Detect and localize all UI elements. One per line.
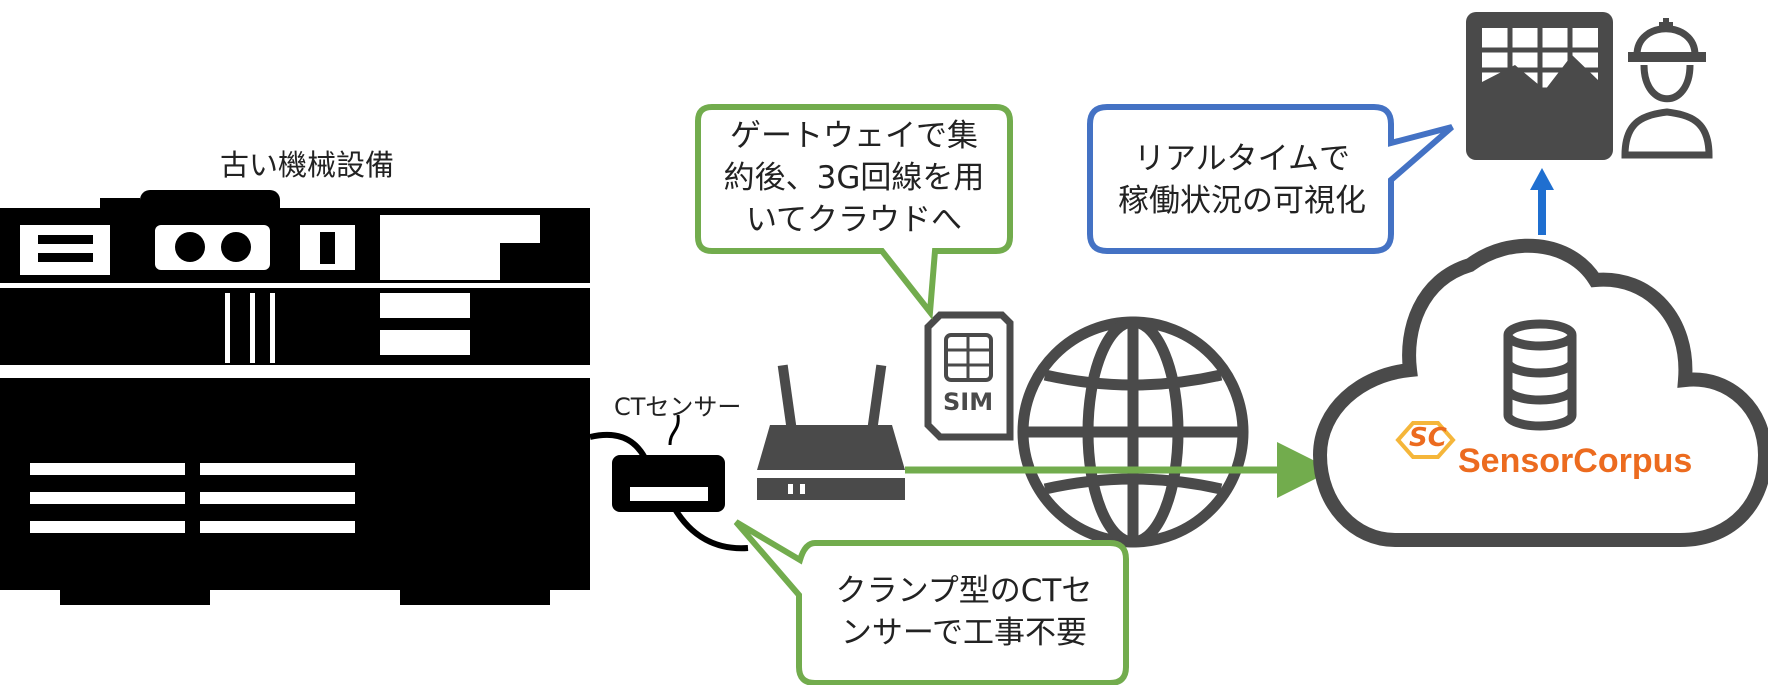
sensorcorpus-logo-icon [1395, 421, 1456, 459]
clamp-callout-line: クランプ型のCTセ [835, 573, 1093, 609]
realtime-callout-line: リアルタイムで [1133, 141, 1351, 177]
realtime-callout-bubble [1087, 104, 1454, 254]
clamp-callout-line: ンサーで工事不要 [840, 615, 1088, 651]
clamp-callout-text: クランプ型のCTセ ンサーで工事不要 [805, 570, 1123, 654]
sim-label: SIM [943, 388, 994, 416]
machine-label: 古い機械設備 [220, 148, 395, 182]
sensorcorpus-logo-mark: SC [1409, 423, 1447, 453]
globe-icon [1017, 316, 1249, 548]
gateway-callout-bubble [695, 104, 1013, 320]
clamp-callout-bubble [733, 519, 1129, 685]
gateway-callout-line: いてクラウドへ [745, 202, 963, 238]
router-icon [757, 364, 905, 500]
machine-icon [0, 190, 590, 605]
gateway-callout-line: ゲートウェイで集 [730, 118, 978, 154]
dashboard-icon [1466, 12, 1613, 160]
gateway-callout-line: 約後、3G回線を用 [723, 160, 985, 196]
realtime-callout-text: リアルタイムで 稼働状況の可視化 [1097, 138, 1387, 222]
database-icon [1503, 319, 1577, 431]
sensorcorpus-brand-name: SensorCorpus [1458, 442, 1693, 480]
ct-sensor-icon [589, 414, 749, 552]
cloud-icon [1312, 238, 1768, 547]
gateway-callout-text: ゲートウェイで集 約後、3G回線を用 いてクラウドへ [703, 115, 1005, 241]
upload-arrow [1530, 168, 1554, 235]
sim-card-icon [924, 311, 1014, 441]
worker-icon [1621, 18, 1713, 159]
ct-sensor-label: CTセンサー [614, 393, 742, 421]
realtime-callout-line: 稼働状況の可視化 [1118, 183, 1366, 219]
